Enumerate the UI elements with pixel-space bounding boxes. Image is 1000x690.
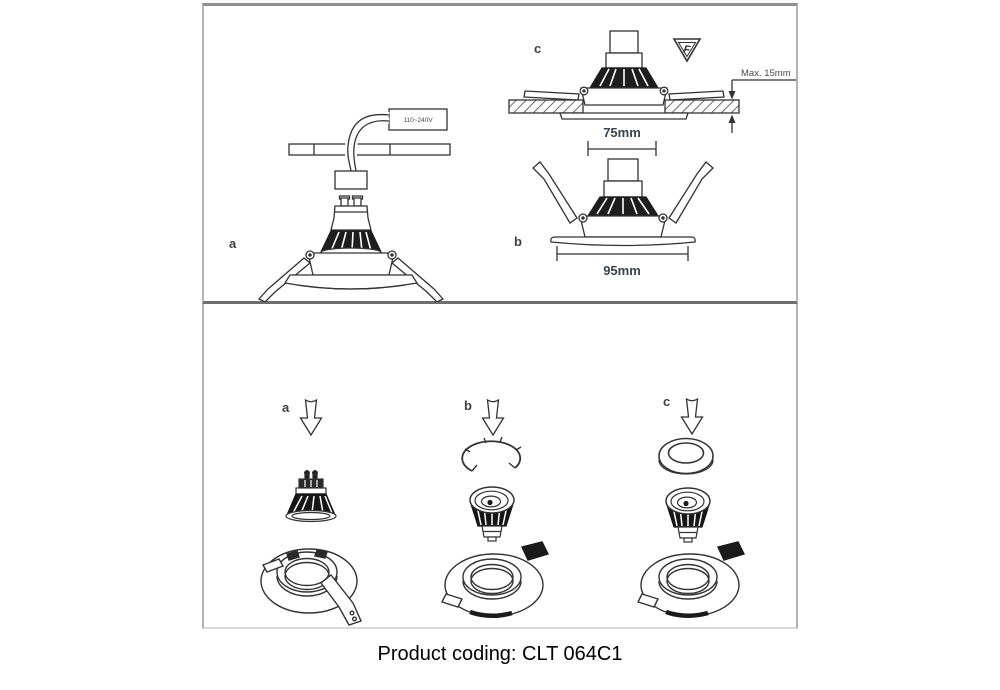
spring-clip-right [390, 257, 445, 302]
diagram-b-overall: b 95mm [514, 158, 714, 278]
down-arrow-icon [299, 399, 323, 436]
trim-ring [658, 437, 714, 475]
gu10-lamp-side [586, 158, 660, 217]
cutout-dimension-label: 75mm [603, 125, 641, 140]
gu10-lamp-front [469, 486, 515, 542]
assembly-steps-svg: a [260, 394, 796, 626]
dimension-diagram-panel: a 110~240V [202, 3, 798, 304]
driver-voltage-label: 110~240V [403, 117, 433, 124]
mounting-rail [288, 143, 451, 156]
dimension-diagram-svg: a 110~240V [229, 30, 796, 302]
step-c-label: c [663, 394, 670, 409]
diagram-a-label: a [229, 236, 237, 251]
gu10-lamp-side [319, 195, 383, 258]
retaining-clip [461, 436, 522, 472]
step-a-label: a [282, 400, 290, 415]
ceiling-board-right [664, 99, 740, 114]
cutout-dimension: 75mm [587, 125, 657, 156]
assembly-step-a: a [260, 399, 362, 626]
fixture-collar [579, 215, 667, 238]
spring-flat-left [523, 90, 580, 101]
fixture-collar [580, 87, 668, 106]
fixture-ring-open [260, 548, 362, 626]
max-recess-label: Max. 15mm [741, 68, 791, 79]
gu10-lamp-installed [588, 30, 660, 89]
product-coding-caption: Product coding: CLT 064C1 [377, 643, 623, 665]
overall-dimension-label: 95mm [603, 263, 641, 278]
step-b-label: b [464, 398, 472, 413]
gu10-lamp-front [665, 487, 711, 543]
down-arrow-icon [680, 398, 704, 435]
power-cable [344, 111, 390, 172]
assembly-steps-panel: a [202, 304, 798, 629]
spring-clip-right [668, 161, 714, 224]
svg-text:F: F [683, 44, 692, 57]
fixture-ring [638, 542, 744, 616]
overall-dimension: 95mm [556, 246, 689, 278]
fixture-bezel [550, 236, 696, 247]
down-arrow-icon [481, 399, 505, 436]
spring-clip-left [257, 257, 312, 302]
spring-clip-left [532, 161, 578, 224]
spring-flat-right [668, 90, 725, 101]
diagram-c-label: c [534, 41, 541, 56]
fixture-side [257, 250, 445, 302]
assembly-step-b: b [442, 398, 548, 616]
diagram-b-label: b [514, 234, 522, 249]
fixture-ring [442, 542, 548, 616]
diagram-a-wiring: a 110~240V [229, 108, 451, 302]
gu10-lamp-rear [285, 470, 337, 523]
assembly-step-c: c [638, 394, 744, 616]
max-recess-annotation: Max. 15mm [728, 68, 796, 133]
terminal-block [334, 170, 368, 190]
f-mark-icon: F [672, 38, 702, 63]
arrow-down-icon [728, 91, 736, 100]
trim-flange [559, 112, 689, 120]
ceiling-board-left [508, 99, 584, 114]
diagram-c-section: c F Max. 15mm [508, 30, 796, 156]
arrow-up-icon [728, 114, 736, 123]
spring-clip [320, 574, 362, 626]
